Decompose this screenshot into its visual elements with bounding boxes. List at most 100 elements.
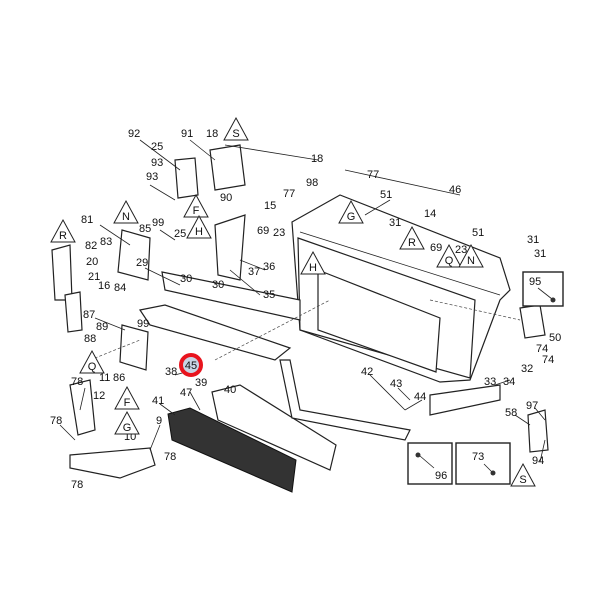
callout-label: 34	[503, 376, 515, 388]
ref-triangle-q: Q	[436, 243, 462, 268]
svg-text:F: F	[124, 397, 131, 409]
callout-labels: 92 91 18 25 93 93 18 98 77 77 46 51 14 1…	[50, 128, 561, 491]
callout-label: 39	[195, 377, 207, 389]
callout-label: 40	[224, 384, 236, 396]
callout-label: 12	[93, 390, 105, 402]
svg-text:F: F	[193, 205, 200, 217]
svg-text:G: G	[123, 422, 132, 434]
callout-label: 74	[536, 343, 548, 355]
callout-label: 18	[311, 153, 323, 165]
svg-text:R: R	[408, 237, 416, 249]
boxed-part-95: 95	[522, 271, 564, 307]
callout-label: 30	[180, 273, 192, 285]
callout-label: 92	[128, 128, 140, 140]
callout-label: 32	[521, 363, 533, 375]
callout-label: 89	[96, 321, 108, 333]
callout-label: 74	[542, 354, 554, 366]
callout-label: 94	[532, 455, 544, 467]
ref-triangle-q: Q	[79, 349, 105, 374]
callout-label: 46	[449, 184, 461, 196]
callout-label: 29	[136, 257, 148, 269]
callout-label: 69	[257, 225, 269, 237]
svg-text:H: H	[195, 226, 203, 238]
callout-label: 99	[137, 318, 149, 330]
ref-triangle-f: F	[183, 193, 209, 218]
callout-label: 51	[380, 189, 392, 201]
callout-label: 85	[139, 223, 151, 235]
ref-triangle-g: G	[114, 410, 140, 435]
callout-label: 58	[505, 407, 517, 419]
callout-label: 47	[180, 387, 192, 399]
callout-label: 88	[84, 333, 96, 345]
callout-label: 98	[306, 177, 318, 189]
callout-label: 18	[206, 128, 218, 140]
callout-label: 78	[71, 376, 83, 388]
callout-label: 37	[248, 266, 260, 278]
callout-label: 30	[212, 279, 224, 291]
callout-label: 51	[472, 227, 484, 239]
svg-text:S: S	[232, 128, 239, 140]
grille	[167, 384, 337, 493]
callout-label: 25	[174, 228, 186, 240]
ref-triangle-n: N	[113, 199, 139, 224]
callout-label: 33	[484, 376, 496, 388]
reference-triangles: S N F G H R R Q N H Q F G S	[50, 116, 536, 487]
callout-label: 83	[100, 236, 112, 248]
callout-label: 23	[273, 227, 285, 239]
callout-label: 11	[99, 372, 110, 384]
callout-label: 20	[86, 256, 98, 268]
callout-label: 84	[114, 282, 126, 294]
callout-label: 78	[50, 415, 62, 427]
ref-triangle-r: R	[50, 218, 76, 243]
svg-text:R: R	[59, 230, 67, 242]
callout-label: 97	[526, 400, 538, 412]
ref-triangle-s: S	[223, 116, 249, 141]
callout-label: 31	[534, 248, 546, 260]
callout-label: 35	[263, 289, 275, 301]
leader-lines	[59, 139, 546, 463]
svg-text:N: N	[122, 211, 130, 223]
callout-label: 16	[98, 280, 110, 292]
ref-triangle-h: H	[300, 250, 326, 275]
highlighted-callout-45[interactable]: 45	[179, 353, 203, 377]
callout-label: 14	[424, 208, 436, 220]
callout-label: 78	[71, 479, 83, 491]
callout-label: 31	[527, 234, 539, 246]
callout-label: 93	[146, 171, 158, 183]
callout-label: 21	[88, 271, 100, 283]
callout-label: 73	[472, 451, 484, 463]
callout-label: 82	[85, 240, 97, 252]
upper-trim	[139, 271, 301, 361]
svg-text:Q: Q	[88, 361, 97, 373]
callout-label: 77	[367, 169, 379, 181]
svg-text:H: H	[309, 262, 317, 274]
ref-triangle-f: F	[114, 385, 140, 410]
ref-triangle-n: N	[458, 243, 484, 268]
callout-label: 50	[549, 332, 561, 344]
plates	[117, 214, 246, 371]
callout-label: 81	[81, 214, 93, 226]
callout-label: 38	[165, 366, 177, 378]
callout-label: 43	[390, 378, 402, 390]
callout-label: 87	[83, 309, 95, 321]
callout-label: 95	[529, 276, 541, 288]
callout-label: 78	[164, 451, 176, 463]
ref-triangle-s: S	[510, 462, 536, 487]
svg-text:S: S	[519, 474, 526, 486]
callout-label: 90	[220, 192, 232, 204]
svg-text:N: N	[467, 255, 475, 267]
cab-panel-top	[51, 144, 246, 333]
callout-label: 15	[264, 200, 276, 212]
callout-label: 69	[430, 242, 442, 254]
ref-triangle-h: H	[186, 214, 212, 239]
callout-label: 9	[156, 415, 162, 427]
svg-text:G: G	[347, 211, 356, 223]
front-housing	[291, 194, 511, 383]
callout-label: 44	[414, 391, 426, 403]
ref-triangle-r: R	[399, 225, 425, 250]
callout-label: 36	[263, 261, 275, 273]
callout-label: 99	[152, 217, 164, 229]
callout-label: 96	[435, 470, 447, 482]
boxed-part-96: 96	[407, 442, 453, 485]
